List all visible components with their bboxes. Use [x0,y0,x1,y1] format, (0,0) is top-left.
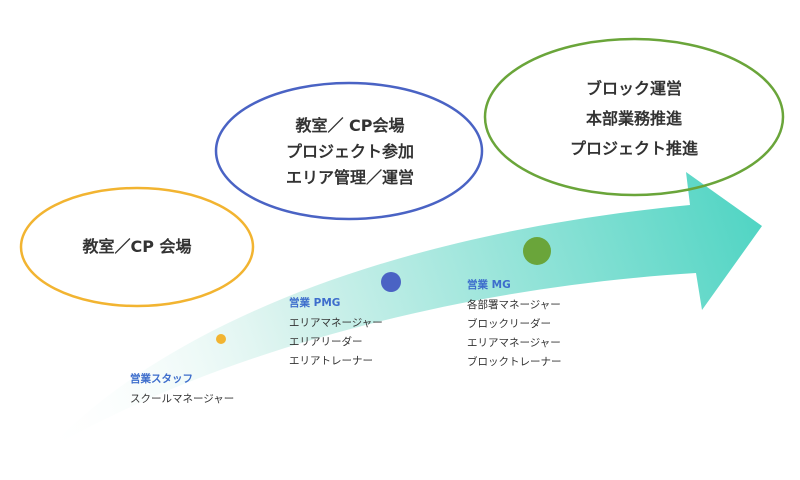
ellipse-2-line-2: プロジェクト参加 [285,142,414,161]
ellipse-3-line-2: 本部業務推進 [585,109,682,128]
ellipse-level-2 [214,81,484,221]
stage-2-role-1: エリアマネージャー [289,317,383,329]
ellipse-2-text: 教室／ CP会場 プロジェクト参加 エリア管理／運営 [230,113,470,191]
stage-1-label: 営業スタッフ スクールマネージャー [130,371,234,409]
stage-3-title: 営業 MG [467,279,511,291]
ellipse-3-text: ブロック運営 本部業務推進 プロジェクト推進 [514,74,754,164]
stage-3-role-2: ブロックリーダー [467,318,551,330]
ellipse-1-line-1: 教室／CP 会場 [82,237,192,256]
stage-dot-2 [381,272,401,292]
ellipse-3-line-1: ブロック運営 [585,79,682,98]
ellipse-2-line-3: エリア管理／運営 [285,168,414,187]
ellipse-2-line-1: 教室／ CP会場 [295,116,405,135]
ellipse-1-text: 教室／CP 会場 [22,236,252,258]
stage-2-role-2: エリアリーダー [289,336,363,348]
stage-3-label: 営業 MG 各部署マネージャー ブロックリーダー エリアマネージャー ブロックト… [467,277,562,372]
stage-3-role-4: ブロックトレーナー [467,356,562,368]
ellipse-3-line-3: プロジェクト推進 [569,139,698,158]
stage-3-role-3: エリアマネージャー [467,337,561,349]
stage-1-title: 営業スタッフ [130,373,193,385]
stage-2-role-3: エリアトレーナー [289,355,373,367]
stage-1-role-1: スクールマネージャー [130,393,235,405]
stage-3-role-1: 各部署マネージャー [467,299,561,311]
ellipse-level-1 [19,186,255,308]
stage-dot-3 [523,237,551,265]
stage-2-label: 営業 PMG エリアマネージャー エリアリーダー エリアトレーナー [289,295,383,371]
ellipse-level-3 [483,37,785,197]
stage-dot-1 [216,334,226,344]
stage-2-title: 営業 PMG [289,297,341,309]
growth-arrow [45,172,762,452]
